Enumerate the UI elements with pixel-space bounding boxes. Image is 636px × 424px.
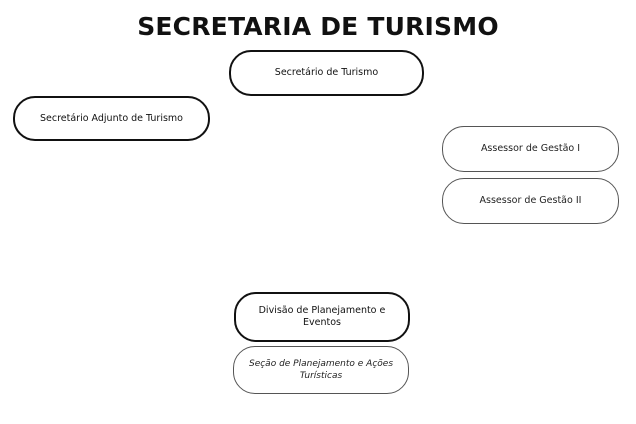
org-box-label: Assessor de Gestão II (479, 195, 582, 206)
org-box-label: Seção de Planejamento e Ações Turísticas (248, 359, 394, 381)
org-box-secretario-adjunto: Secretário Adjunto de Turismo (13, 96, 210, 141)
org-box-secretario: Secretário de Turismo (229, 50, 424, 96)
org-box-label: Assessor de Gestão I (480, 143, 581, 154)
org-box-divisao: Divisão de Planejamento e Eventos (234, 292, 410, 342)
org-box-assessor-1: Assessor de Gestão I (442, 126, 619, 172)
org-box-label: Divisão de Planejamento e Eventos (258, 305, 386, 328)
org-box-assessor-2: Assessor de Gestão II (442, 178, 619, 224)
org-box-label: Secretário de Turismo (274, 67, 379, 78)
page-title: SECRETARIA DE TURISMO (137, 12, 499, 41)
org-box-label: Secretário Adjunto de Turismo (39, 112, 183, 124)
org-box-secao: Seção de Planejamento e Ações Turísticas (233, 346, 409, 394)
